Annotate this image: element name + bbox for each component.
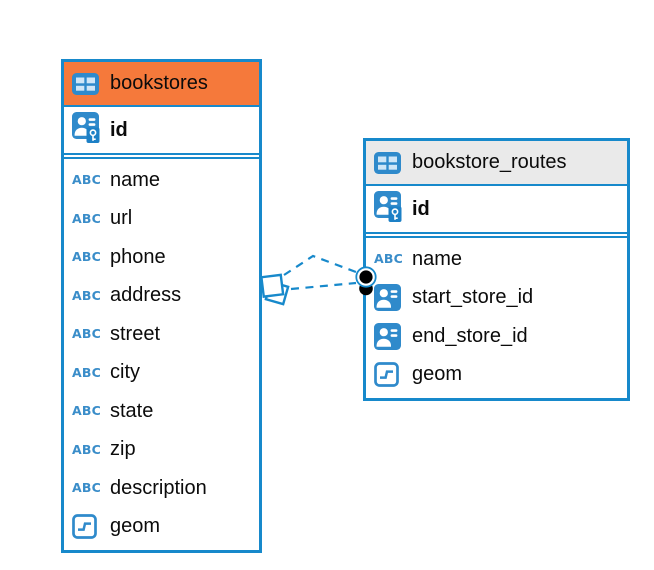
- column-label: city: [110, 361, 140, 384]
- table-icon: [374, 151, 404, 174]
- geometry-icon: [72, 514, 102, 540]
- column-label: start_store_id: [412, 286, 534, 309]
- table-header-bookstores[interactable]: bookstores: [64, 62, 259, 107]
- column-label: end_store_id: [412, 324, 528, 347]
- column-label: geom: [110, 515, 161, 538]
- relationship-line-lower[interactable]: [290, 281, 357, 291]
- person-key-icon: [374, 182, 404, 237]
- abc-icon: ABC: [72, 364, 101, 380]
- column-row-id[interactable]: id: [366, 186, 627, 234]
- table-icon: [72, 72, 102, 95]
- person-icon: [374, 322, 404, 350]
- column-row[interactable]: ABC phone: [64, 238, 259, 277]
- person-icon: [374, 284, 404, 312]
- person-key-icon: [72, 103, 102, 158]
- abc-icon: ABC: [374, 251, 403, 266]
- relationship-line-upper[interactable]: [283, 254, 357, 276]
- column-label: id: [412, 197, 430, 220]
- table-header-bookstore-routes[interactable]: bookstore_routes: [366, 141, 627, 186]
- column-row-id[interactable]: id: [64, 107, 259, 155]
- column-row[interactable]: geom: [64, 507, 259, 546]
- table-columns: ABC name ABC url ABC phone ABC address A…: [64, 157, 259, 550]
- column-row[interactable]: geom: [366, 355, 627, 394]
- column-row[interactable]: ABC state: [64, 392, 259, 431]
- column-row[interactable]: ABC city: [64, 353, 259, 392]
- column-label: name: [412, 247, 463, 270]
- column-label: geom: [412, 363, 463, 386]
- column-row[interactable]: ABC url: [64, 199, 259, 238]
- column-label: zip: [110, 438, 136, 461]
- table-title: bookstore_routes: [412, 151, 567, 173]
- column-label: name: [110, 168, 161, 191]
- abc-icon: ABC: [72, 403, 101, 418]
- table-bookstore-routes[interactable]: bookstore_routes id ABC name start_store…: [363, 138, 630, 401]
- abc-icon: ABC: [72, 441, 101, 457]
- table-title: bookstores: [110, 72, 208, 94]
- abc-icon: ABC: [72, 172, 101, 187]
- column-row[interactable]: ABC name: [366, 240, 627, 279]
- geometry-icon: [374, 362, 404, 388]
- abc-icon: ABC: [72, 210, 101, 226]
- column-row[interactable]: ABC description: [64, 469, 259, 508]
- column-row[interactable]: ABC street: [64, 315, 259, 354]
- column-label: street: [110, 322, 161, 345]
- column-label: url: [110, 207, 133, 230]
- table-bookstores[interactable]: bookstores id ABC name ABC url ABC phone…: [61, 59, 262, 553]
- column-label: address: [110, 284, 182, 307]
- column-row[interactable]: start_store_id: [366, 278, 627, 317]
- column-label: state: [110, 399, 154, 422]
- column-row[interactable]: ABC name: [64, 161, 259, 200]
- abc-icon: ABC: [72, 249, 101, 264]
- column-row[interactable]: ABC address: [64, 276, 259, 315]
- column-label: id: [110, 118, 128, 141]
- column-row[interactable]: ABC zip: [64, 430, 259, 469]
- abc-icon: ABC: [72, 480, 101, 495]
- abc-icon: ABC: [72, 326, 101, 341]
- table-columns: ABC name start_store_id end_store_id geo…: [366, 236, 627, 398]
- abc-icon: ABC: [72, 287, 101, 303]
- overlapping-squares-marker[interactable]: [260, 273, 290, 306]
- column-row[interactable]: end_store_id: [366, 317, 627, 356]
- column-label: phone: [110, 245, 166, 268]
- column-label: description: [110, 476, 207, 499]
